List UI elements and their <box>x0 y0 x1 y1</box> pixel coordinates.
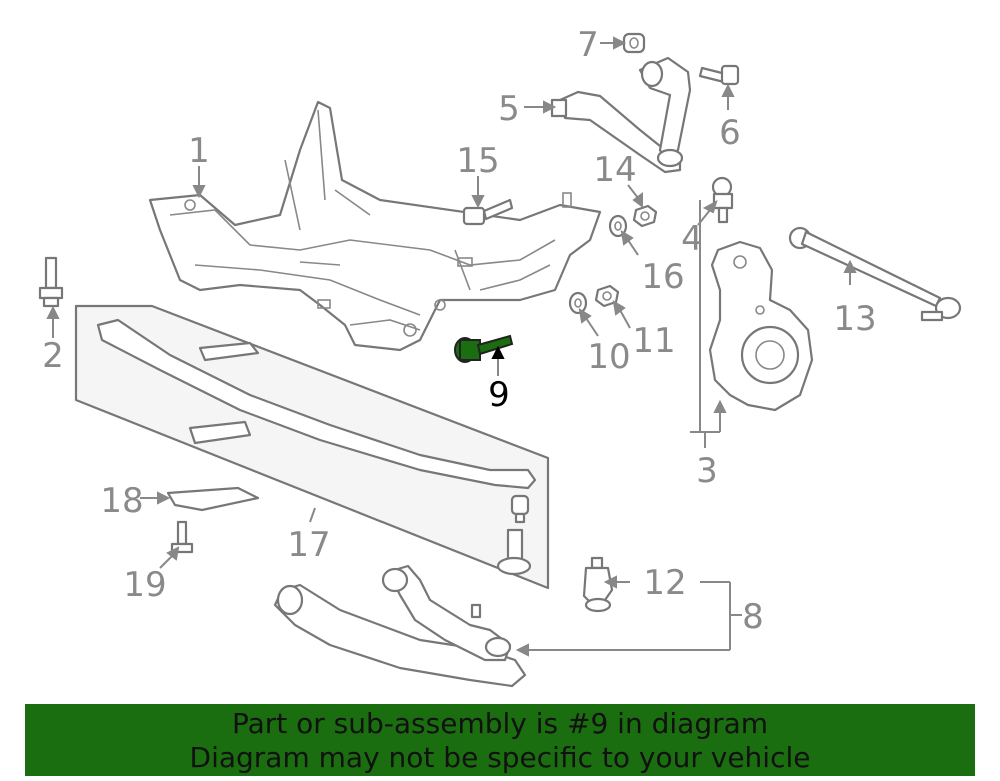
callout-3: 3 <box>696 451 718 491</box>
ball-joint-part-4 <box>711 176 734 224</box>
parts-diagram: 1 2 3 4 5 6 7 8 9 10 11 12 13 14 15 16 1… <box>38 25 962 688</box>
bracket-part-18 <box>166 486 260 512</box>
banner-line-1: Part or sub-assembly is #9 in diagram <box>231 707 769 740</box>
callout-10: 10 <box>587 337 630 377</box>
bolt-part-9-highlighted <box>454 334 514 363</box>
callout-2: 2 <box>42 336 64 376</box>
ball-joint-part-12 <box>582 556 614 613</box>
washer-part-10 <box>568 291 588 315</box>
callout-4: 4 <box>681 219 703 259</box>
front-crossmember-part <box>148 100 602 352</box>
callout-6: 6 <box>719 113 741 153</box>
bolt-part-2 <box>38 256 64 308</box>
brace-bracket-lower <box>188 420 252 445</box>
callout-17: 17 <box>287 525 330 565</box>
callout-5: 5 <box>498 89 520 129</box>
brace-bracket-upper <box>198 341 260 362</box>
callout-18: 18 <box>100 481 143 521</box>
callout-11: 11 <box>632 321 675 361</box>
bolt-part-19 <box>170 520 194 554</box>
callout-12: 12 <box>643 563 686 603</box>
callout-15: 15 <box>456 141 499 181</box>
callout-19: 19 <box>123 565 166 605</box>
nut-part-11 <box>594 284 620 308</box>
tie-rod-part-13 <box>788 226 962 322</box>
callout-7: 7 <box>577 25 599 65</box>
knuckle-part-3 <box>708 240 814 412</box>
brace-bar <box>96 318 537 490</box>
callout-9: 9 <box>488 375 510 415</box>
callout-14: 14 <box>593 150 636 190</box>
bolt-part-15 <box>462 198 514 226</box>
leader-lines <box>46 36 857 657</box>
bolt-part-6 <box>698 64 740 86</box>
nut-part-7 <box>622 32 646 54</box>
callout-1: 1 <box>188 131 210 171</box>
callout-13: 13 <box>833 299 876 339</box>
callout-8: 8 <box>742 597 764 637</box>
banner-line-2: Diagram may not be specific to your vehi… <box>189 741 811 774</box>
callout-16: 16 <box>641 257 684 297</box>
upper-arm-part-5 <box>550 56 692 174</box>
lower-arm-part-8 <box>273 564 527 688</box>
shield-stud <box>496 494 532 576</box>
nut-part-14 <box>632 204 658 228</box>
notice-banner: Part or sub-assembly is #9 in diagram Di… <box>25 704 975 776</box>
